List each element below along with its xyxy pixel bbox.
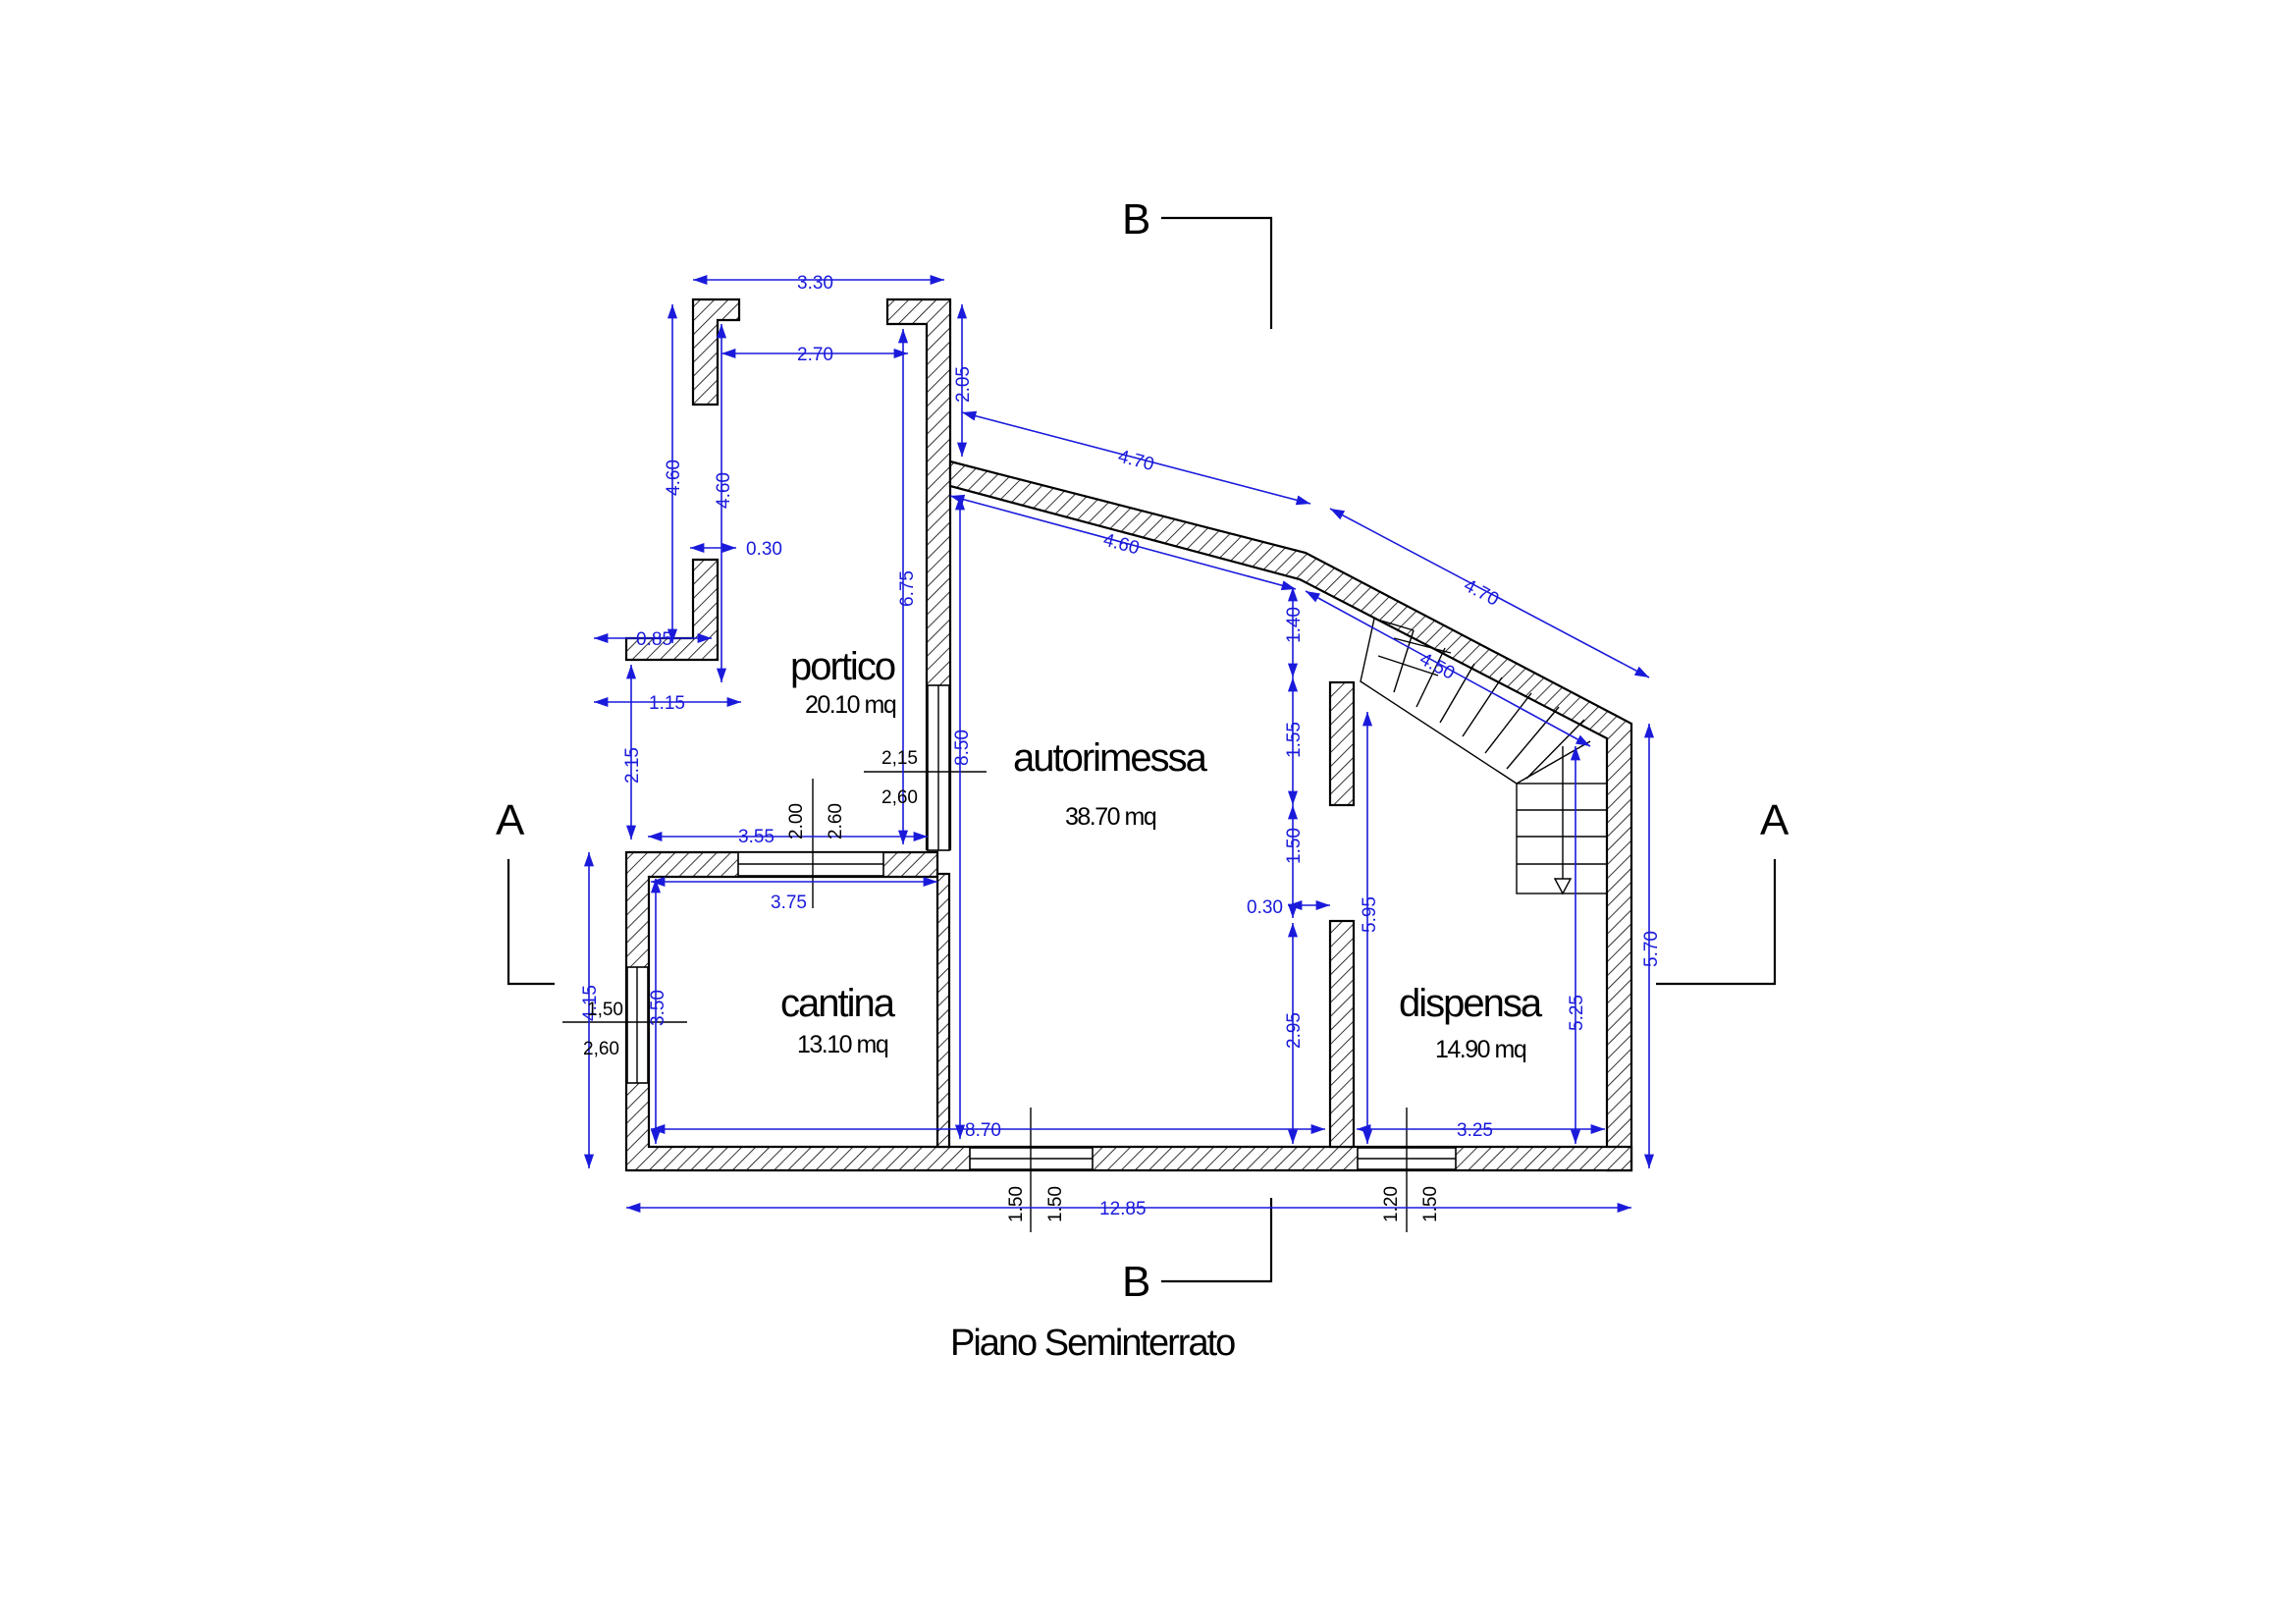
dimension-labels: 3.30 2.70 4.60 4.60 0.30 0.85 1.15 2.05 … <box>580 273 1662 1219</box>
dim-3-75: 3.75 <box>771 893 807 913</box>
dim-8-70: 8.70 <box>965 1120 1001 1141</box>
section-mark-b-top: B <box>1122 195 1150 244</box>
room-area-cantina: 13.10 mq <box>797 1031 888 1058</box>
room-name-dispensa: dispensa <box>1399 982 1543 1025</box>
dim-2-05: 2.05 <box>953 366 974 403</box>
wall-partition-lower <box>1328 919 1356 1149</box>
dim-1-50: 1.50 <box>1284 828 1305 864</box>
dim-2-15: 2.15 <box>622 747 643 784</box>
openings <box>626 684 1457 1170</box>
win-cantina-left-a-label: 1,50 <box>587 1000 623 1020</box>
dimension-lines <box>583 274 1655 1214</box>
section-mark-b-bottom: B <box>1122 1258 1150 1306</box>
win-cantina-top-b-label: 2.60 <box>826 803 846 839</box>
wall-bottom <box>624 850 1633 1172</box>
wall-sloped-top <box>948 460 1633 1172</box>
dim-1-55: 1.55 <box>1284 722 1305 758</box>
plan-title: Piano Seminterrato <box>950 1323 1235 1364</box>
win-autorimessa-b-label: 1.50 <box>1045 1186 1066 1222</box>
dim-2-70: 2.70 <box>797 345 833 365</box>
dim-4-70-a: 4.70 <box>1116 447 1156 476</box>
dim-4-60-outer: 4.60 <box>664 460 684 496</box>
section-mark-a-left: A <box>496 796 525 844</box>
door-portico-bottom-label: 2,60 <box>881 787 918 808</box>
win-dispensa-a-label: 1.20 <box>1381 1186 1402 1222</box>
dim-5-70: 5.70 <box>1641 931 1662 967</box>
dim-3-25: 3.25 <box>1457 1120 1493 1141</box>
dim-0-85: 0.85 <box>636 629 672 650</box>
wall-cantina-right <box>935 872 951 1149</box>
dim-8-50: 8.50 <box>952 730 973 766</box>
dim-1-40: 1.40 <box>1284 607 1305 643</box>
room-name-portico: portico <box>790 645 895 688</box>
dim-0-30-portico: 0.30 <box>746 539 782 560</box>
dim-4-70-b: 4.70 <box>1461 575 1503 611</box>
room-name-autorimessa: autorimessa <box>1013 736 1208 780</box>
section-mark-a-right: A <box>1760 796 1789 844</box>
door-portico-top-label: 2,15 <box>881 748 918 769</box>
dim-1-15: 1.15 <box>649 693 685 714</box>
room-name-cantina: cantina <box>780 982 896 1025</box>
dim-12-85: 12.85 <box>1099 1199 1147 1219</box>
win-cantina-left-b-label: 2,60 <box>583 1039 619 1059</box>
wall-portico-upper-left <box>691 298 741 406</box>
win-autorimessa-a-label: 1.50 <box>1006 1186 1027 1222</box>
win-cantina-top-a-label: 2.00 <box>786 803 807 839</box>
dim-5-25: 5.25 <box>1567 995 1587 1031</box>
dim-3-50: 3.50 <box>648 990 668 1026</box>
dim-4-60-inner: 4.60 <box>714 472 734 509</box>
dim-3-30: 3.30 <box>797 273 833 294</box>
room-area-dispensa: 14.90 mq <box>1435 1036 1526 1063</box>
opening-labels: 2,15 2,60 2.00 2.60 1,50 2,60 1.50 1.50 … <box>583 748 1441 1222</box>
room-area-portico: 20.10 mq <box>805 691 896 719</box>
dim-5-95: 5.95 <box>1360 896 1380 933</box>
win-dispensa-b-label: 1.50 <box>1420 1186 1441 1222</box>
dim-0-30-partition: 0.30 <box>1247 897 1283 918</box>
dim-4-15: 4.15 <box>580 985 601 1021</box>
wall-partition-upper <box>1328 680 1356 807</box>
dim-6-75: 6.75 <box>897 570 918 607</box>
room-area-autorimessa: 38.70 mq <box>1065 803 1156 831</box>
dim-2-95: 2.95 <box>1284 1012 1305 1049</box>
room-labels: portico 20.10 mq autorimessa 38.70 mq ca… <box>780 645 1545 1063</box>
dim-3-55: 3.55 <box>738 827 774 847</box>
section-markers: B B A A <box>496 195 1789 1306</box>
